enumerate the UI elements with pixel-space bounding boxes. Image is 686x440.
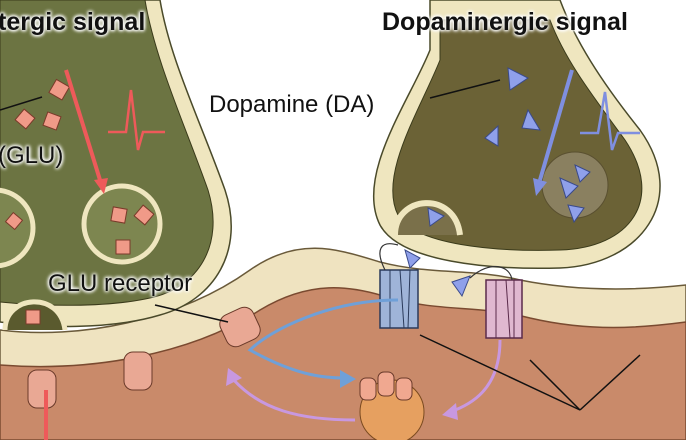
dopamine-label: Dopamine (DA) [209, 91, 375, 118]
da-receptor-d2 [469, 266, 523, 339]
da-pathway-arrow-head [340, 370, 356, 388]
glu-spike-icon [108, 89, 165, 151]
glu-receptor-line [154, 304, 229, 323]
glu-receptors [27, 306, 261, 409]
da-spike-icon [580, 91, 640, 151]
da-release-pocket [392, 200, 463, 236]
glu-label-line [0, 96, 43, 111]
glu-pathway-arrow [230, 377, 356, 422]
da-pathway-arrow [247, 298, 399, 380]
d2-pathway-arrow-head [442, 403, 458, 420]
da-action-arrow [538, 69, 574, 181]
pointer-line [419, 334, 581, 411]
glutamate-label: (GLU) [0, 142, 64, 169]
dopaminergic-signal-title: Dopaminergic signal [382, 8, 628, 36]
glu-receptor-label: GLU receptor [48, 270, 193, 297]
glutamate-molecules [4, 78, 155, 325]
signaling-subunits [359, 371, 413, 401]
pointer-line [529, 359, 581, 411]
dopamine-label-line [429, 79, 501, 99]
da-receptor-d1 [379, 243, 419, 329]
pointer-line [579, 354, 641, 411]
glu-action-arrow [64, 69, 102, 181]
dopamine-molecules [404, 67, 591, 298]
da-arrow-head [533, 178, 547, 196]
glu-vesicle [81, 183, 163, 265]
glutamatergic-signal-title: tergic signal [0, 8, 146, 36]
glu-pathway-arrow-head [226, 368, 242, 386]
glu-arrow-head [94, 178, 108, 194]
